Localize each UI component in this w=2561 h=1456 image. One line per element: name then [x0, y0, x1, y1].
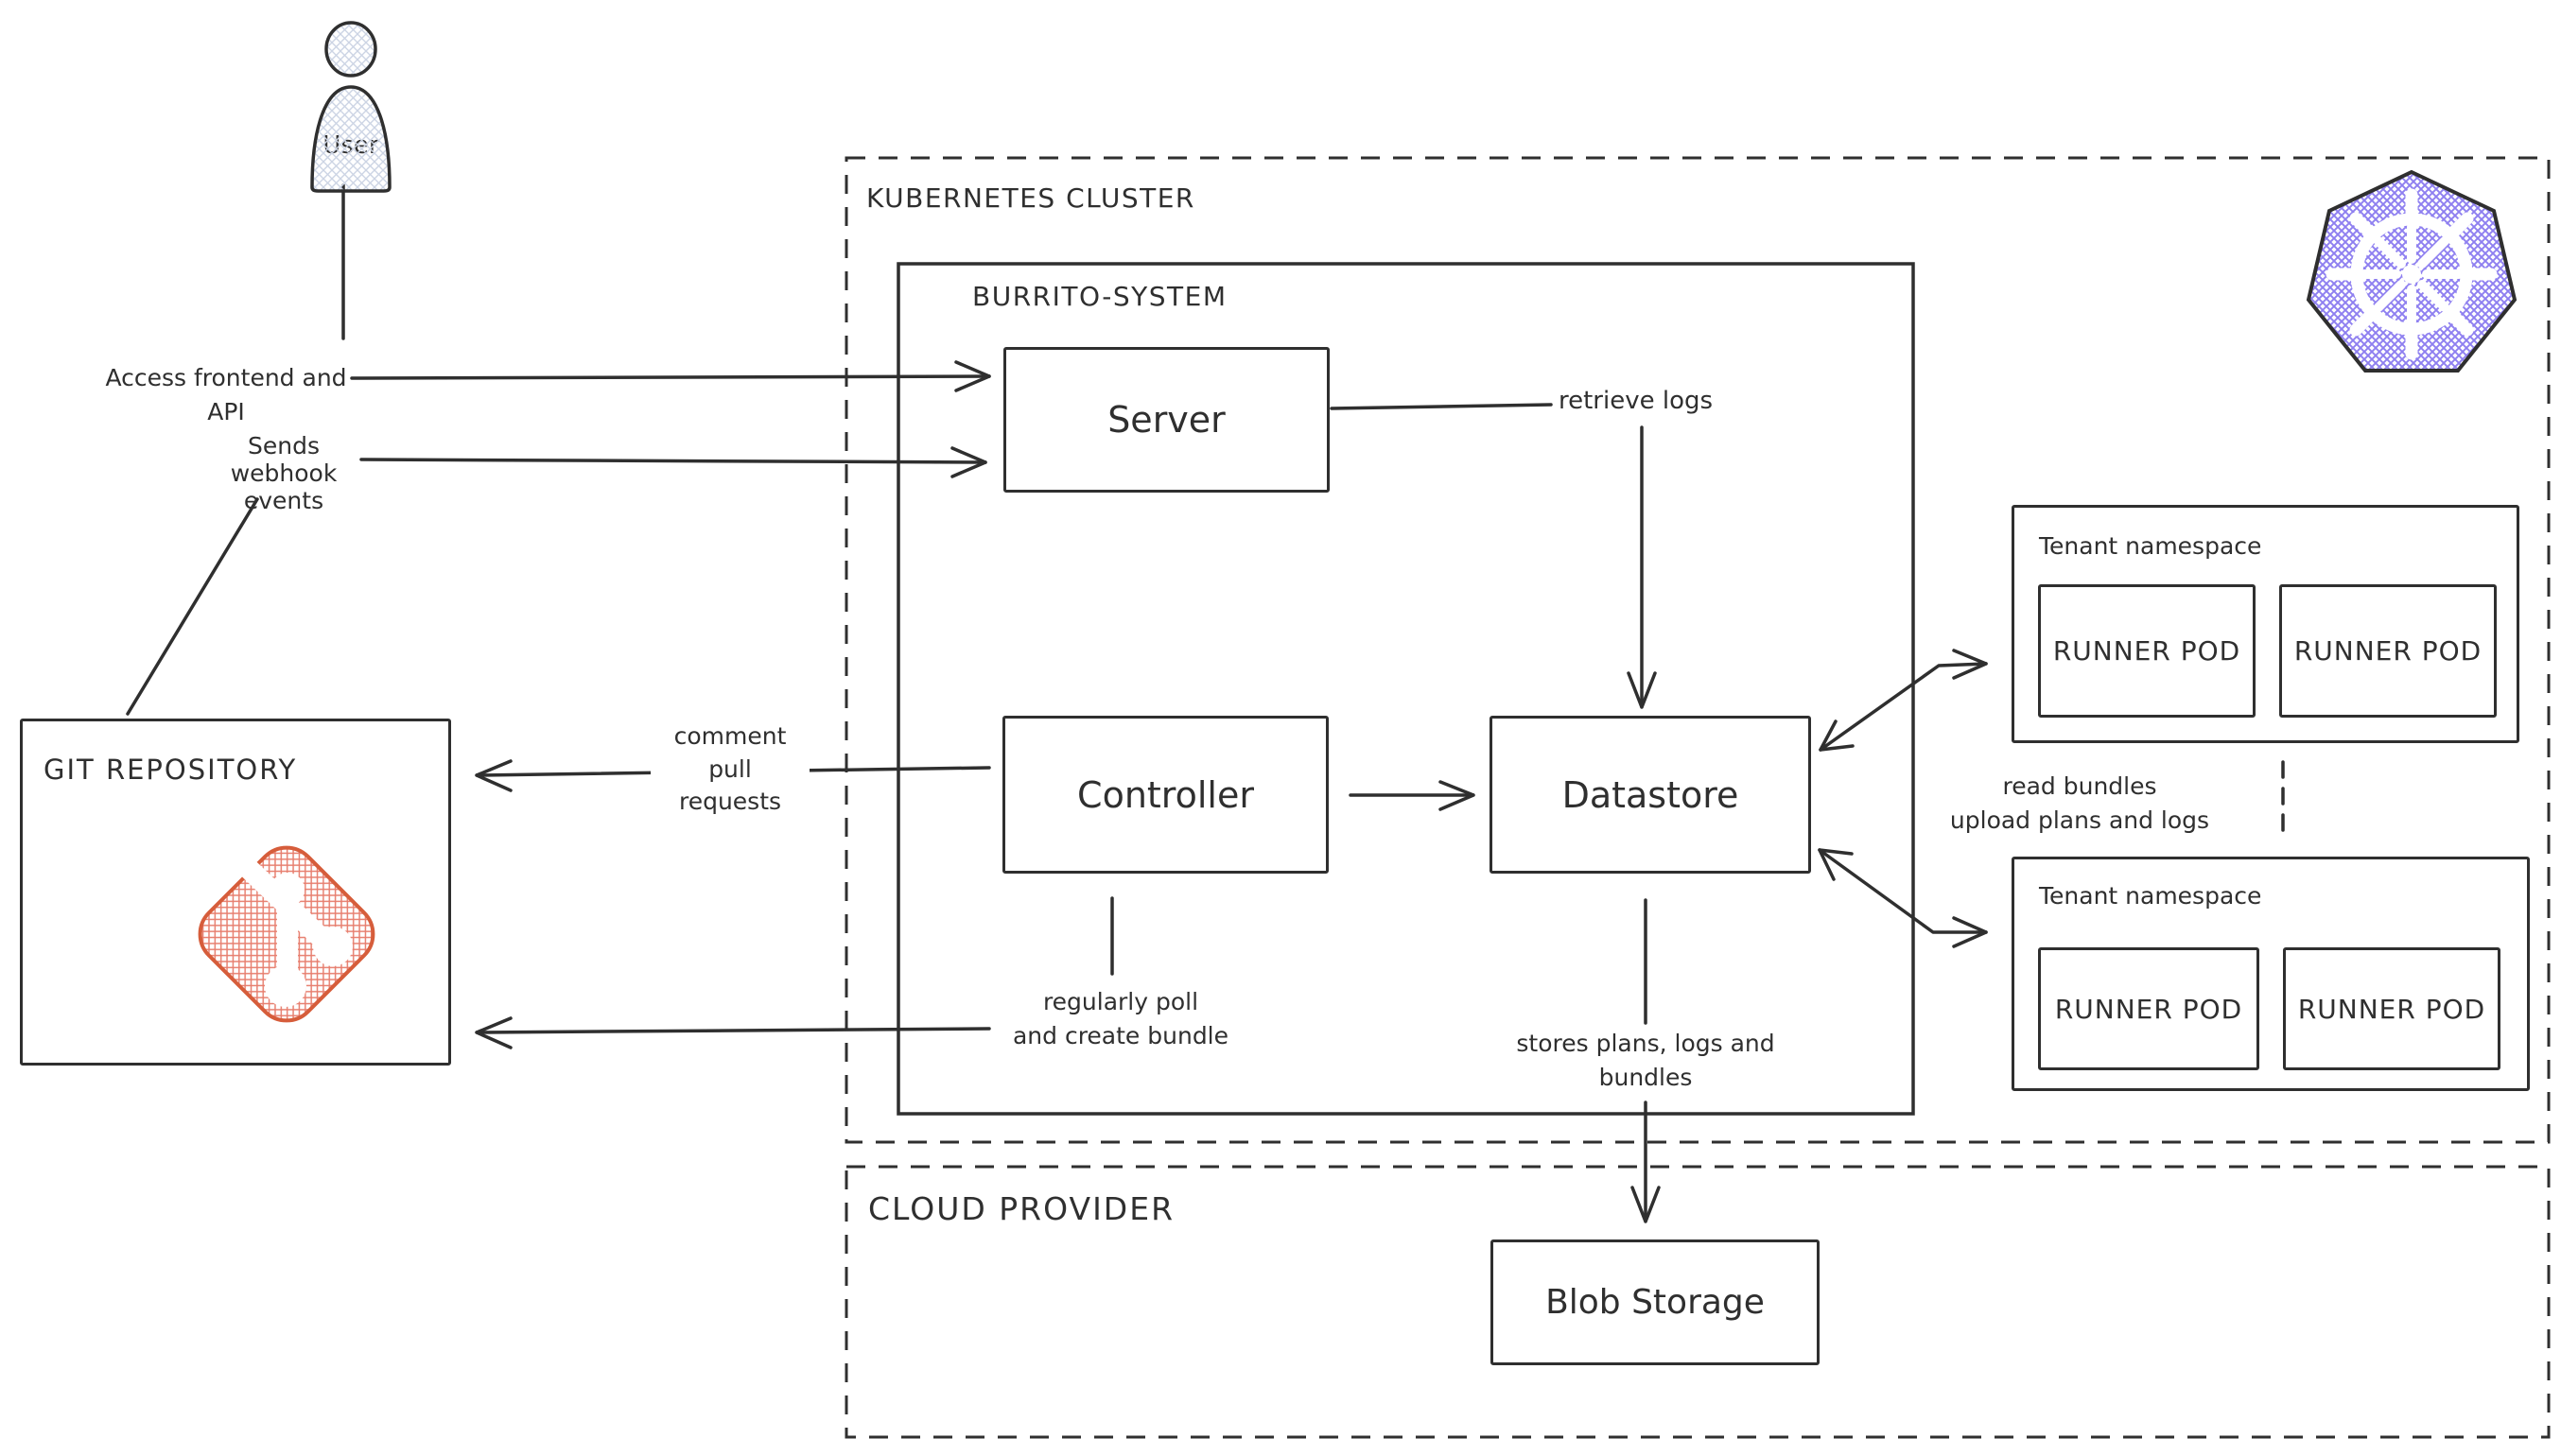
- webhook-events-label: Sends webhook events: [230, 432, 338, 514]
- user-icon: [310, 21, 392, 193]
- comment-pr-label: comment pull requests: [651, 720, 810, 819]
- arrow-controller-datastore: [1349, 780, 1475, 811]
- server-label: Server: [1107, 399, 1226, 441]
- arrow-datastore-tenant1: [1819, 649, 1988, 752]
- server-box: Server: [1003, 347, 1330, 493]
- blob-storage-label: Blob Storage: [1545, 1283, 1765, 1322]
- cloud-provider-label: CLOUD PROVIDER: [868, 1190, 1176, 1227]
- datastore-box: Datastore: [1490, 716, 1811, 874]
- kubernetes-cluster-label: KUBERNETES CLUSTER: [866, 182, 1195, 214]
- runner-pod-label: RUNNER POD: [2297, 993, 2486, 1025]
- kubernetes-icon: [2306, 169, 2517, 373]
- runner-pod-box: RUNNER POD: [2279, 584, 2497, 718]
- controller-label: Controller: [1077, 773, 1254, 816]
- arrow-regular-poll: [475, 1016, 991, 1049]
- arrow-logs-to-datastore: [1627, 425, 1657, 709]
- runner-pod-label: RUNNER POD: [2052, 635, 2241, 667]
- access-frontend-label: Access frontend and API: [105, 364, 347, 425]
- runner-pod-label: RUNNER POD: [2293, 635, 2483, 667]
- regular-poll-label: regularly poll and create bundle: [1012, 988, 1229, 1049]
- tenant-namespace-label: Tenant namespace: [2039, 532, 2262, 560]
- git-repository-label: GIT REPOSITORY: [44, 754, 298, 786]
- burrito-system-label: BURRITO-SYSTEM: [972, 281, 1228, 312]
- read-bundles-label: read bundles upload plans and logs: [1949, 772, 2210, 834]
- retrieve-logs-line: [1330, 403, 1553, 410]
- arrow-datastore-tenant2: [1818, 848, 1988, 948]
- stores-plans-label: stores plans, logs and bundles: [1516, 1030, 1775, 1091]
- retrieve-logs-label: retrieve logs: [1559, 387, 1714, 415]
- datastore-label: Datastore: [1561, 773, 1739, 816]
- runner-pod-box: RUNNER POD: [2038, 947, 2259, 1070]
- tenant-namespace-label: Tenant namespace: [2039, 882, 2262, 910]
- runner-pod-label: RUNNER POD: [2054, 993, 2243, 1025]
- arrow-webhook-events: [359, 446, 987, 478]
- controller-box: Controller: [1002, 716, 1329, 874]
- runner-pod-box: RUNNER POD: [2038, 584, 2256, 718]
- user-label: User: [322, 131, 379, 160]
- arrow-access-frontend: [350, 360, 991, 392]
- runner-pod-box: RUNNER POD: [2283, 947, 2500, 1070]
- git-webhook-line: [126, 497, 259, 716]
- blob-storage-box: Blob Storage: [1490, 1239, 1820, 1365]
